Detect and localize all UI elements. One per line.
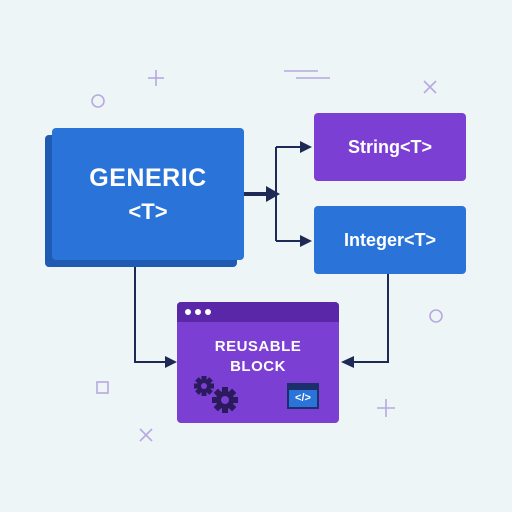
integer-type-label: Integer<T> [343,229,437,250]
reusable-label-line2: BLOCK [230,358,286,375]
reusable-block-window: REUSABLE BLOCK </> [177,302,339,423]
line-decoration-icon [284,70,330,79]
generic-param: <T> [128,198,168,224]
code-window-icon: </> [287,383,319,409]
gears-icon [194,376,238,413]
generic-to-reusable-arrow [134,266,165,363]
x-decoration-icon [423,80,437,94]
code-icon-text: </> [295,392,311,404]
string-type-label: String<T> [347,136,432,157]
integer-to-reusable-arrow [354,274,389,363]
window-dot [195,309,201,315]
square-decoration-icon [96,381,109,394]
circle-decoration-icon [429,309,443,323]
window-title-bar [177,302,339,322]
generic-title: GENERIC [89,163,207,192]
plus-decoration-icon [148,70,164,86]
reusable-label-line1: REUSABLE [214,338,302,355]
string-type-box: String<T> [314,113,466,181]
window-dot [205,309,211,315]
circle-decoration-icon [91,94,105,108]
plus-decoration-icon [377,399,395,417]
window-dot [185,309,191,315]
x-decoration-icon [139,428,153,442]
generic-box: GENERIC <T> [52,128,244,260]
integer-type-box: Integer<T> [314,206,466,274]
